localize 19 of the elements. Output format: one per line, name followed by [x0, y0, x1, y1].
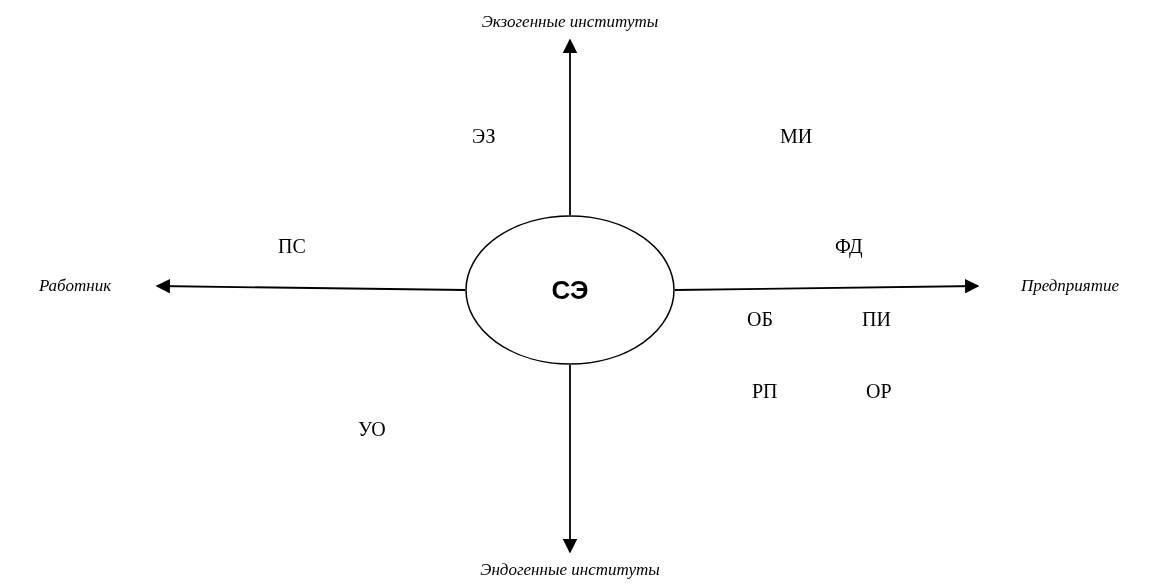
abbreviation-label: УО	[358, 418, 386, 441]
ellipse	[465, 215, 675, 365]
abbreviation-label: ЭЗ	[472, 125, 496, 148]
arrow	[562, 364, 578, 554]
abbreviation-label: МИ	[780, 125, 813, 148]
abbreviation-label: ОБ	[747, 308, 773, 331]
axis-label: Эндогенные институты	[480, 560, 660, 580]
arrow	[155, 278, 466, 294]
axis-label: Предприятие	[1020, 276, 1120, 296]
abbreviation-label: ПС	[278, 235, 306, 258]
abbreviation-label: ПИ	[862, 308, 891, 331]
center-label: СЭ	[551, 274, 589, 306]
abbreviation-label: ФД	[835, 235, 863, 258]
arrow	[562, 38, 578, 216]
abbreviation-label: ОР	[866, 380, 892, 403]
arrow	[674, 278, 980, 294]
abbreviation-label: РП	[752, 380, 778, 403]
axis-label: Экзогенные институты	[481, 12, 659, 32]
axis-label: Работник	[38, 276, 112, 296]
